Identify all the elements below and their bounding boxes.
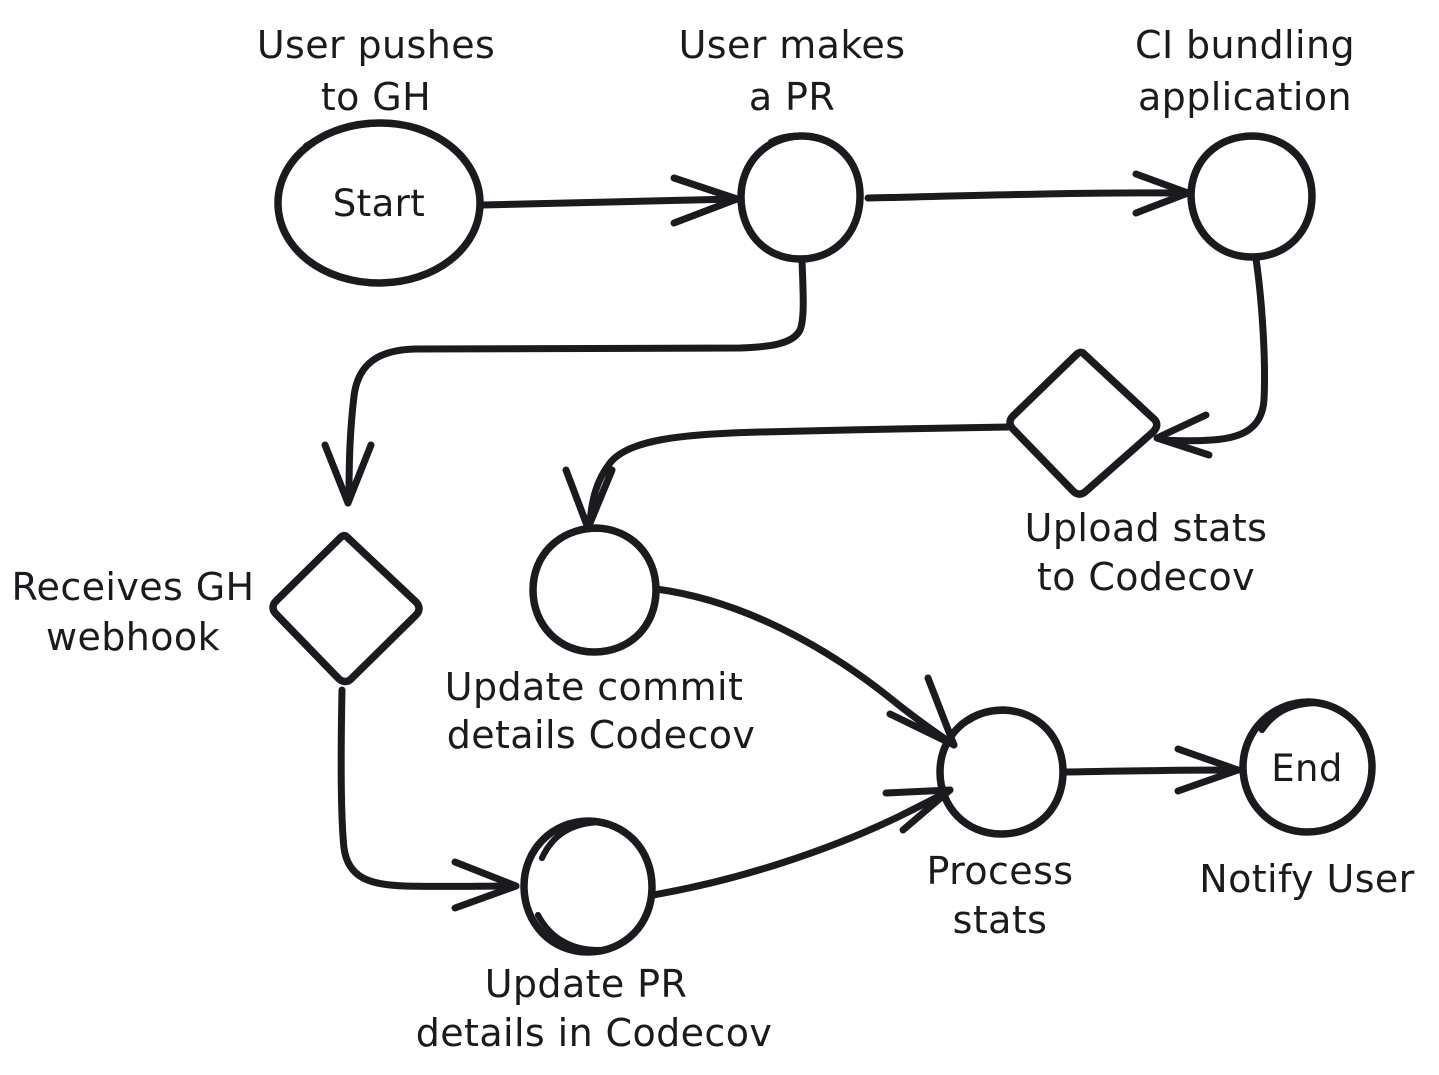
node-upload-stats-caption-line2: to Codecov xyxy=(1037,555,1255,599)
node-make-pr[interactable]: User makes a PR xyxy=(679,23,906,263)
node-end-inner-label: End xyxy=(1271,747,1343,790)
edge-make-pr-to-ci-bundling xyxy=(864,170,1192,217)
node-start-caption-line1: User pushes xyxy=(257,23,495,67)
node-ci-bundling-caption-line2: application xyxy=(1138,75,1352,119)
node-start[interactable]: Start User pushes to GH xyxy=(257,23,495,287)
node-ci-bundling-caption-line1: CI bundling xyxy=(1135,23,1355,67)
node-start-caption-line2: to GH xyxy=(321,75,431,119)
node-upload-stats[interactable]: Upload stats to Codecov xyxy=(1006,348,1268,599)
edge-upload-stats-to-update-commit xyxy=(562,423,1012,532)
node-start-inner-label: Start xyxy=(333,182,425,225)
node-receives-webhook[interactable]: Receives GH webhook xyxy=(11,531,423,686)
edge-start-to-make-pr xyxy=(478,174,741,227)
node-receives-webhook-caption-line1: Receives GH xyxy=(11,565,254,609)
node-make-pr-caption-line1: User makes xyxy=(679,23,906,67)
node-end[interactable]: End Notify User xyxy=(1199,698,1414,901)
edge-ci-bundling-to-upload-stats xyxy=(1153,255,1269,459)
node-process-stats-caption-line1: Process xyxy=(927,849,1074,893)
edge-update-pr-to-process-stats xyxy=(649,786,954,899)
node-end-caption-line1: Notify User xyxy=(1199,857,1414,901)
edge-receives-webhook-to-update-pr xyxy=(337,686,520,912)
node-ci-bundling[interactable]: CI bundling application xyxy=(1135,23,1355,261)
node-update-commit-caption-line1: Update commit xyxy=(445,665,744,709)
node-make-pr-caption-line2: a PR xyxy=(749,75,835,119)
node-update-pr-caption-line2: details in Codecov xyxy=(416,1011,773,1055)
node-receives-webhook-caption-line2: webhook xyxy=(46,615,220,659)
node-process-stats[interactable]: Process stats xyxy=(927,706,1074,942)
edge-make-pr-to-receives-webhook xyxy=(321,256,807,507)
edge-process-stats-to-end xyxy=(1062,745,1242,795)
node-process-stats-caption-line2: stats xyxy=(953,898,1048,942)
node-update-pr-caption-line1: Update PR xyxy=(485,962,688,1006)
node-update-commit[interactable]: Update commit details Codecov xyxy=(445,524,756,757)
node-update-commit-caption-line2: details Codecov xyxy=(447,713,756,757)
node-upload-stats-caption-line1: Upload stats xyxy=(1025,506,1268,550)
node-update-pr[interactable]: Update PR details in Codecov xyxy=(416,817,773,1055)
